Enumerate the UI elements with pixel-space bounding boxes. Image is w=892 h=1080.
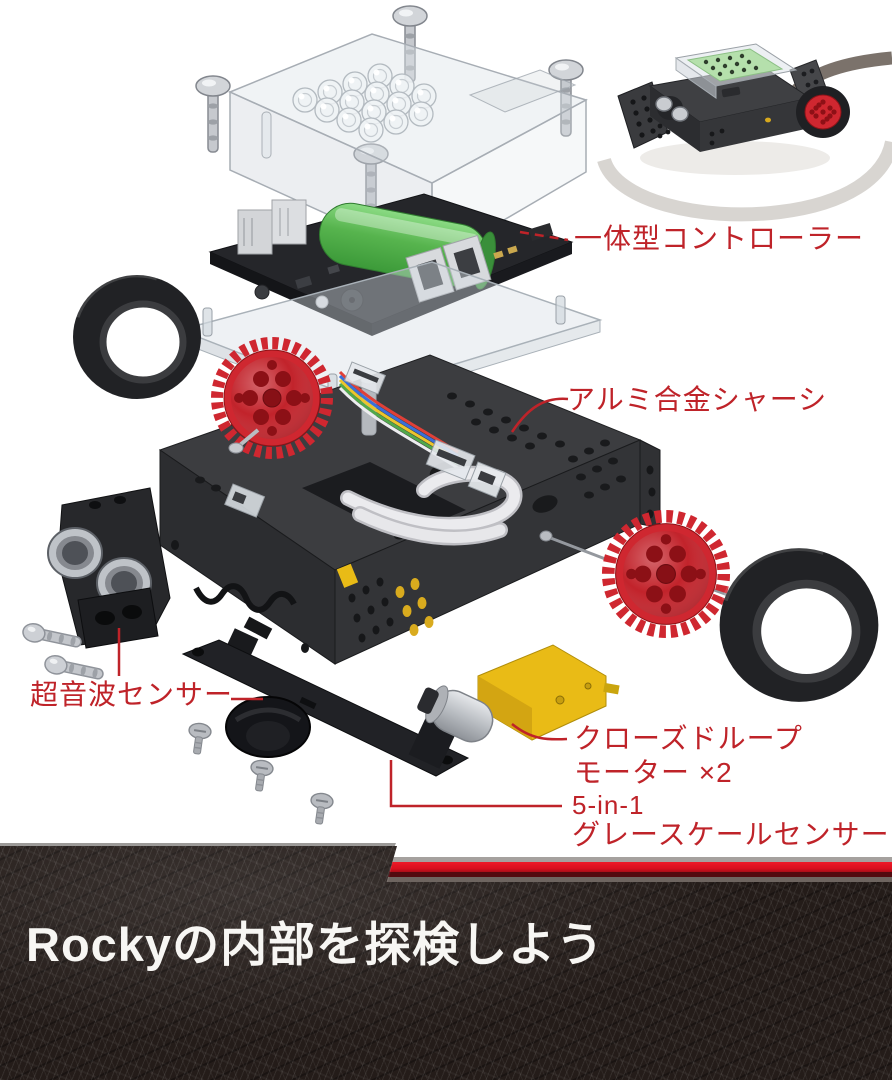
label-ultrasonic: 超音波センサー xyxy=(30,679,234,710)
label-controller: 一体型コントローラー xyxy=(574,223,865,254)
bottom-banner: Rockyの内部を探検しよう xyxy=(0,840,892,1080)
banner-gray-stripe xyxy=(383,857,892,862)
banner-red-stripe xyxy=(381,862,892,874)
robot-top-case xyxy=(674,43,798,99)
banner-left-block xyxy=(0,846,397,884)
label-motor: クローズドループ モーター ×2 xyxy=(574,723,803,788)
right-gear xyxy=(608,516,724,632)
leader-motor xyxy=(511,723,568,741)
chassis-holes-sides xyxy=(171,465,656,653)
rj25-ports-left xyxy=(237,199,307,255)
leader-grayscale xyxy=(389,760,562,808)
leader-controller xyxy=(519,230,569,242)
banner-body xyxy=(0,882,892,1080)
chassis-yellow-accents xyxy=(336,563,434,636)
rj25-ports-front xyxy=(405,234,492,303)
robot-red-wheel xyxy=(796,86,850,138)
robot-ultrasonic-eyes xyxy=(655,96,689,122)
robot-shadow xyxy=(640,141,830,175)
label-grayscale: 5-in-1 グレースケールセンサー xyxy=(572,790,890,850)
dc-motor xyxy=(408,644,620,769)
controller-board xyxy=(208,193,574,336)
assembled-robot-thumbnail xyxy=(597,43,892,222)
left-gear xyxy=(217,343,327,453)
right-tire xyxy=(720,548,879,702)
banner-title: Rockyの内部を探検しよう xyxy=(26,918,605,971)
leader-lines xyxy=(117,230,569,808)
board-components xyxy=(254,223,554,312)
wire-harness xyxy=(224,361,523,546)
caster-wheel xyxy=(225,696,311,758)
left-tire xyxy=(73,275,201,399)
label-chassis: アルミ合金シャーシ xyxy=(567,384,828,415)
banner-shapes xyxy=(0,843,892,1080)
sensor-bracket xyxy=(181,628,470,777)
ultrasonic-sensor xyxy=(47,487,171,649)
chassis-wave-cutout xyxy=(193,583,297,613)
leader-chassis xyxy=(510,397,569,433)
